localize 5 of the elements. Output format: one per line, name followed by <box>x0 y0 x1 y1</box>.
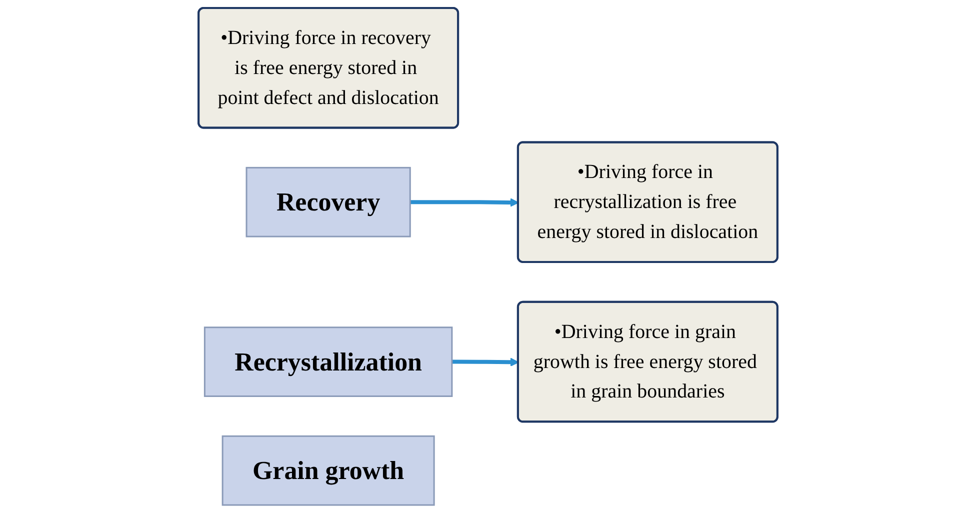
node-box: Recovery <box>246 166 411 238</box>
node-box: Grain growth <box>222 435 435 506</box>
arrow <box>452 358 519 367</box>
node-box: Recrystallization <box>204 326 453 397</box>
arrow <box>410 198 519 207</box>
